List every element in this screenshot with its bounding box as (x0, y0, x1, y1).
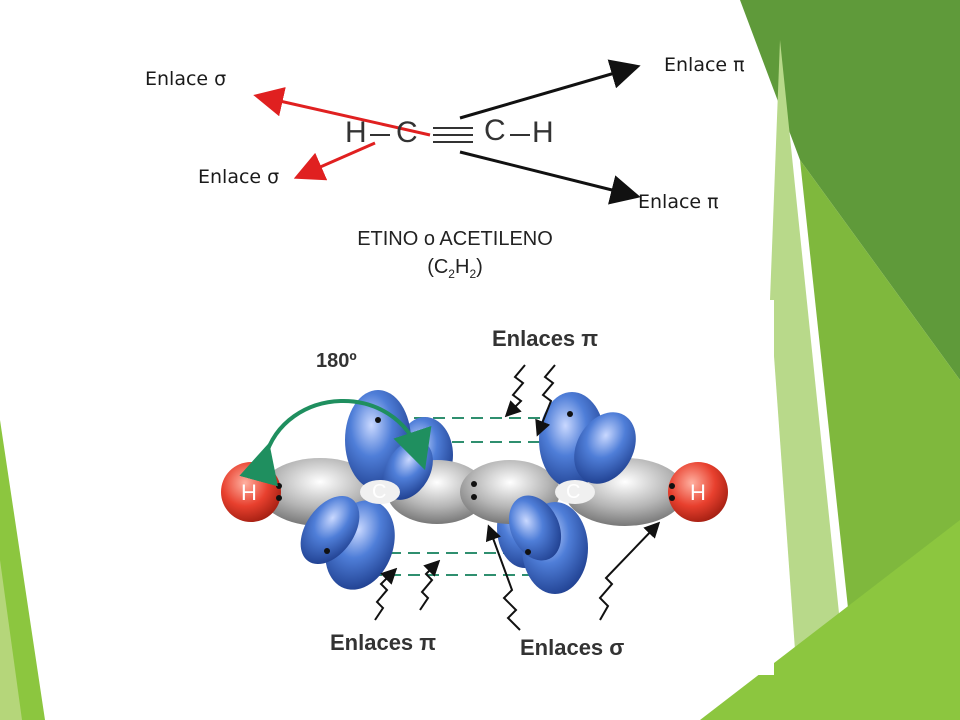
pi-arrow-lower (459, 150, 641, 205)
atom-c-left: C (396, 116, 418, 149)
sigma-arrow-upper (253, 87, 431, 137)
pi-overlap-dashes (370, 417, 600, 576)
sigma-arrow-lower (293, 141, 376, 181)
sigma-bonds-label: Enlaces σ (520, 635, 625, 660)
pi-label-upper: Enlace π (664, 54, 745, 76)
pi-label-lower: Enlace π (638, 191, 719, 213)
atom-c-right: C (484, 114, 506, 147)
pi-bonds-label-bottom: Enlaces π (330, 630, 437, 655)
pi-arrow-upper (459, 59, 641, 120)
orbital-atom-c-left: C (372, 481, 387, 503)
orbital-atom-c-right: C (566, 481, 581, 503)
orbital-atom-h-right: H (690, 480, 706, 505)
hydrogen-sphere-right (668, 462, 728, 522)
sigma-label-upper: Enlace σ (145, 68, 227, 90)
carbon-nucleus-right (555, 480, 595, 504)
p-orbital-right-top-back (574, 412, 636, 484)
right-green-band-light (770, 40, 850, 720)
right-green-band-dark (740, 0, 960, 380)
orbital-atom-h-left: H (241, 480, 257, 505)
pi-bonds-label-top: Enlaces π (492, 326, 599, 351)
rotation-arrow (239, 399, 432, 487)
pointer-arrows (374, 364, 661, 631)
molecule-formula: (C2H2) (427, 256, 483, 281)
atom-h-left: H (345, 116, 367, 149)
angle-label: 180º (316, 350, 357, 372)
p-orbital-right-bottom-front (508, 495, 562, 561)
p-orbital-left-front-bottom (300, 495, 360, 565)
left-green-band-light (0, 560, 22, 720)
sigma-label-lower: Enlace σ (198, 166, 280, 188)
molecule-name: ETINO o ACETILENO (357, 228, 553, 250)
atom-h-right: H (532, 116, 554, 149)
